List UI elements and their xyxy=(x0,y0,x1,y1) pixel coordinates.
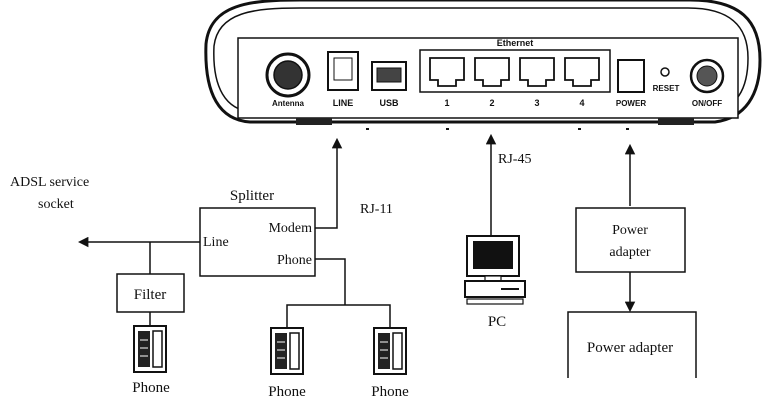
router-icon: Antenna LINE USB Ethernet 1 2 xyxy=(204,0,762,130)
ethernet-port-group: Ethernet 1 2 3 4 xyxy=(419,38,611,108)
phone-icon xyxy=(373,327,407,375)
phone-3-label: Phone xyxy=(371,384,409,400)
pc-label: PC xyxy=(488,314,506,330)
power-jack-label: POWER xyxy=(616,99,646,108)
rj11-label: RJ-11 xyxy=(360,202,393,217)
lan-port-3: 3 xyxy=(519,57,555,108)
usb-port-label: USB xyxy=(379,98,399,108)
power-adapter-large-label: Power adapter xyxy=(587,340,673,356)
lan-port-2: 2 xyxy=(474,57,510,108)
filter-box: Filter xyxy=(116,273,185,313)
lan-port-4-label: 4 xyxy=(579,98,584,108)
power-adapter-small-line2: adapter xyxy=(609,245,651,260)
phone-1-label: Phone xyxy=(132,380,170,396)
splitter-modem-label: Modem xyxy=(268,221,312,236)
antenna-label: Antenna xyxy=(272,99,305,108)
adsl-socket-label-line1: ADSL service xyxy=(10,175,89,190)
lan-port-1-label: 1 xyxy=(444,98,449,108)
power-jack: POWER xyxy=(616,59,646,108)
splitter-title: Splitter xyxy=(230,188,274,204)
phone-out-cable xyxy=(315,258,346,305)
power-switch: ON/OFF xyxy=(689,58,725,108)
power-switch-label: ON/OFF xyxy=(692,99,722,108)
line-port-label: LINE xyxy=(333,98,354,108)
phone-icon xyxy=(270,327,304,375)
ethernet-label: Ethernet xyxy=(497,38,534,48)
usb-port: USB xyxy=(371,61,407,108)
lan-port-3-label: 3 xyxy=(534,98,539,108)
phone-branch-cable xyxy=(286,304,391,328)
power-adapter-small-box: Power adapter xyxy=(575,207,686,273)
lan-port-1: 1 xyxy=(429,57,465,108)
phone-2-label: Phone xyxy=(268,384,306,400)
filter-label: Filter xyxy=(134,287,167,303)
reset-label: RESET xyxy=(653,84,680,93)
power-adapter-small-line1: Power xyxy=(612,223,648,238)
rj11-cable xyxy=(315,137,343,229)
lan-port-4: 4 xyxy=(564,57,600,108)
antenna-connector: Antenna xyxy=(265,52,311,108)
line-port: LINE xyxy=(327,51,359,108)
splitter-phone-label: Phone xyxy=(277,253,312,268)
adsl-socket-label-line2: socket xyxy=(38,197,74,212)
rj45-label: RJ-45 xyxy=(498,152,531,167)
pc-icon xyxy=(464,235,526,305)
reset-button: RESET xyxy=(653,67,680,93)
lan-port-2-label: 2 xyxy=(489,98,494,108)
phone-icon xyxy=(133,325,167,373)
splitter-line-label: Line xyxy=(203,235,229,250)
splitter-box: Splitter Modem Line Phone xyxy=(199,188,316,277)
power-adapter-large-box: Power adapter xyxy=(567,311,697,378)
